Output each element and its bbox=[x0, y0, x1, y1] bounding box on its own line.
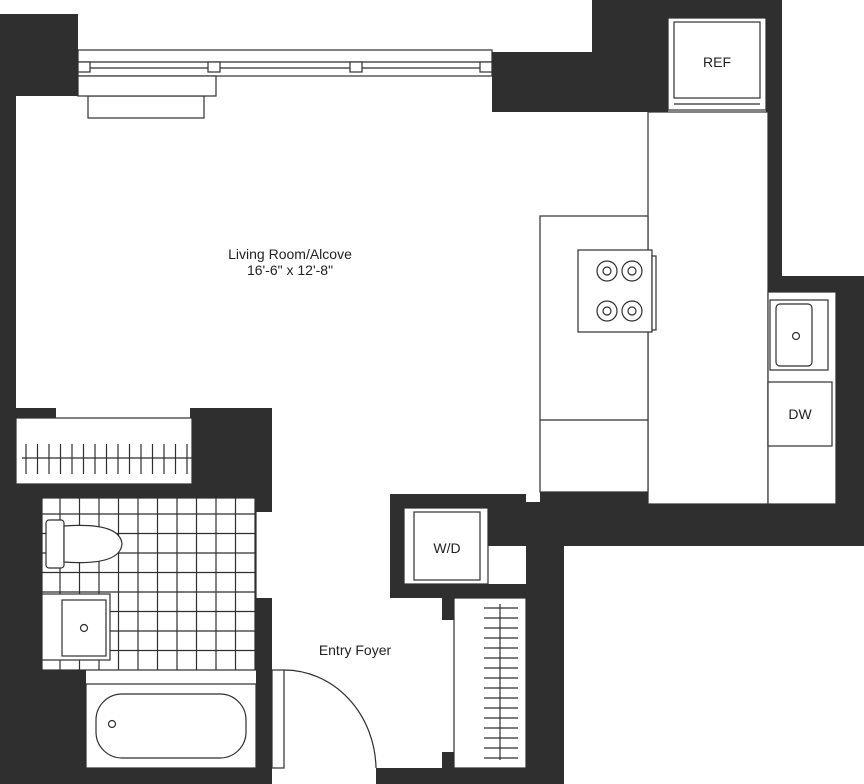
ac-unit bbox=[87, 95, 205, 119]
wall-bath-right bbox=[256, 598, 272, 784]
wall-wd-left bbox=[390, 494, 404, 598]
kitchen-counter bbox=[647, 111, 769, 505]
wall-right-upper bbox=[766, 0, 782, 292]
refrigerator: REF bbox=[667, 17, 767, 111]
drain-icon bbox=[79, 623, 89, 633]
kitchen-sink bbox=[769, 299, 829, 371]
window bbox=[77, 49, 493, 119]
wall-bottom-right bbox=[376, 768, 564, 784]
bathtub bbox=[85, 683, 257, 769]
dishwasher: DW bbox=[767, 381, 833, 447]
wall-closet-top-left bbox=[16, 408, 56, 418]
ref-label: REF bbox=[703, 54, 731, 70]
dw-label: DW bbox=[788, 406, 812, 422]
window-frame bbox=[77, 49, 493, 77]
bathroom-sink bbox=[41, 593, 111, 661]
burner-icon bbox=[596, 260, 643, 322]
drain-icon bbox=[107, 719, 117, 729]
door-swing-arc bbox=[283, 669, 377, 769]
hanger-lines bbox=[484, 607, 518, 759]
living-room-label: Living Room/Alcove bbox=[228, 246, 352, 262]
wall-bottom-left bbox=[0, 768, 272, 784]
wall-bath-lower-left bbox=[0, 670, 86, 784]
wall-wd-top bbox=[390, 494, 526, 508]
closet-foyer bbox=[453, 597, 527, 769]
wall-wd-stub bbox=[442, 584, 454, 620]
entry-door bbox=[271, 669, 377, 769]
drain-icon bbox=[791, 331, 801, 341]
wall-central-right bbox=[256, 408, 272, 498]
living-room-dimensions: 16'-6" x 12'-8" bbox=[247, 262, 333, 278]
kitchen: REF DW bbox=[539, 17, 837, 505]
wall-bath-top bbox=[16, 484, 272, 498]
hanger-lines bbox=[25, 444, 188, 474]
bathroom bbox=[41, 497, 257, 769]
wall-kitchen-corner bbox=[592, 0, 668, 112]
wall-bath-right-top bbox=[256, 498, 272, 512]
wd-label: W/D bbox=[433, 540, 460, 556]
wall-wd-bottom bbox=[390, 584, 526, 598]
entry-foyer-label: Entry Foyer bbox=[319, 642, 392, 658]
washer-dryer: W/D bbox=[403, 507, 489, 585]
wall-foyer-right bbox=[526, 502, 564, 784]
toilet bbox=[45, 519, 123, 569]
wall-right-lower bbox=[836, 276, 864, 546]
cooktop bbox=[577, 249, 657, 333]
closet-left bbox=[15, 417, 193, 485]
